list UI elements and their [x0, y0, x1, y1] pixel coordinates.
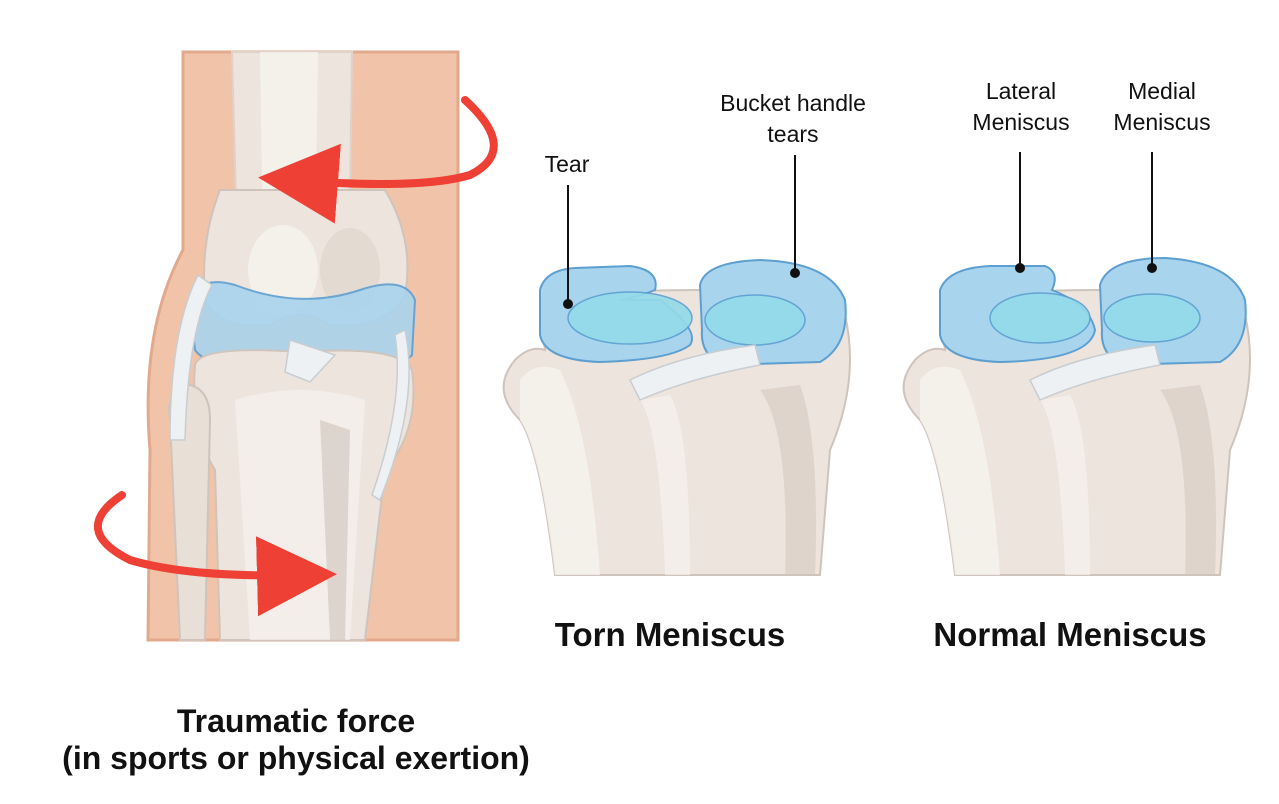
knee-front-illustration [93, 50, 498, 642]
collateral-ligament-left [169, 273, 213, 441]
cruciate-ligament [284, 339, 337, 383]
normal-meniscus-illustration [902, 152, 1251, 576]
torn-meniscus-illustration [502, 155, 851, 576]
label-medial-line2: Meniscus [1113, 109, 1210, 135]
title-normal-meniscus: Normal Meniscus [933, 616, 1206, 653]
title-traumatic-force: Traumatic force [177, 703, 415, 739]
label-lateral-line1: Lateral [986, 78, 1056, 104]
title-torn-meniscus: Torn Meniscus [555, 616, 785, 653]
force-arrow-bottom [93, 491, 337, 617]
collateral-ligament-right [371, 328, 410, 502]
label-lateral-line2: Meniscus [972, 109, 1069, 135]
force-arrow-top [258, 96, 498, 224]
label-bucket-handle-line1: Bucket handle [720, 90, 866, 116]
label-tear: Tear [545, 151, 590, 177]
label-medial-line1: Medial [1128, 78, 1196, 104]
subtitle-traumatic-force: (in sports or physical exertion) [62, 740, 530, 776]
label-bucket-handle-line2: tears [767, 121, 818, 147]
